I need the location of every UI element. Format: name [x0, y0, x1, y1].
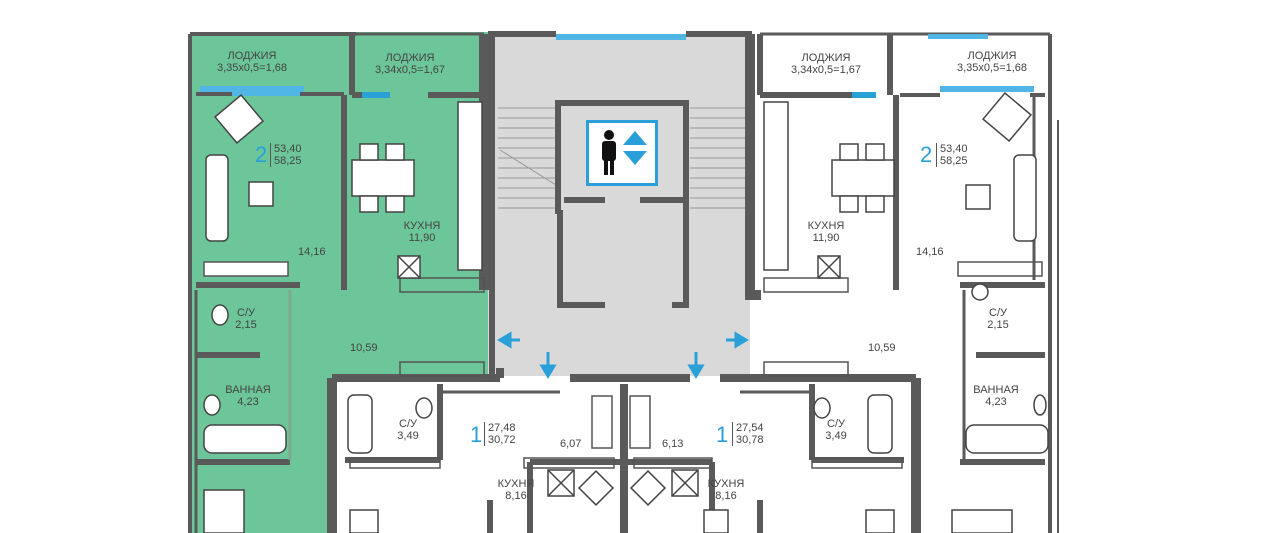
elevator-person-icon [586, 120, 658, 186]
room-count: 1 [470, 422, 483, 447]
room-area: 14,16 [298, 246, 326, 258]
corridor-area: 10,59 [868, 342, 896, 354]
furniture-left [203, 93, 483, 533]
room-count: 2 [255, 142, 268, 167]
wardrobes [203, 261, 1043, 469]
kitchen-fixtures [547, 469, 729, 533]
hall-area: 6,07 [560, 438, 582, 450]
stair-hall [488, 34, 750, 376]
room-count: 1 [716, 422, 729, 447]
entry-arrow-icon [497, 331, 749, 379]
walls [188, 31, 1059, 533]
room-area: 14,16 [916, 246, 944, 258]
furniture-right [763, 91, 1049, 533]
corridor-area: 10,59 [350, 342, 378, 354]
room-count: 2 [920, 142, 933, 167]
highlighted-apartment[interactable] [190, 32, 497, 533]
hall-area: 6,13 [662, 438, 684, 450]
